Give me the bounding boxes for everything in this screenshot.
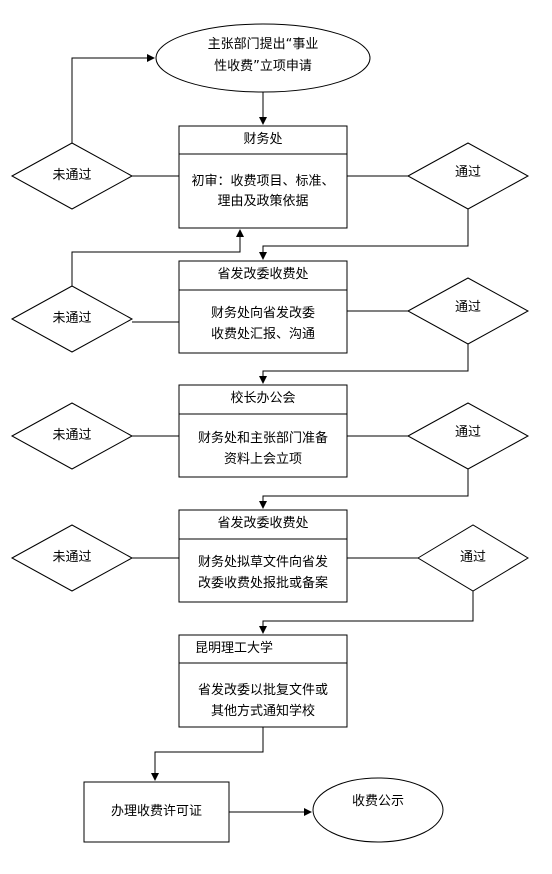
step-2-box xyxy=(178,260,348,354)
step-3-box xyxy=(178,384,348,478)
step-2-line-2: 收费处汇报、沟通 xyxy=(210,327,315,342)
pass-diamond-2 xyxy=(406,277,530,345)
step-4-line-2: 改委收费处报批或备案 xyxy=(197,576,328,591)
step-3-line-1: 财务处和主张部门准备 xyxy=(197,431,328,446)
step-5-line-2: 其他方式通知学校 xyxy=(210,704,315,719)
step-5-title: 昆明理工大学 xyxy=(195,641,274,656)
step-1-line-1: 初审：收费项目、标准、 xyxy=(191,174,335,189)
pass-diamond-3 xyxy=(406,402,530,470)
license-label: 办理收费许可证 xyxy=(110,804,202,819)
pass-label-2: 通过 xyxy=(454,300,481,315)
end-label: 收费公示 xyxy=(351,794,404,809)
step-5-line-1: 省发改委以批复文件或 xyxy=(197,683,328,698)
pass-diamond-4 xyxy=(417,524,529,592)
fail-label-1: 未通过 xyxy=(52,168,92,183)
pass-diamond-1 xyxy=(406,142,530,210)
step-4-line-1: 财务处拟草文件向省发 xyxy=(197,555,328,570)
pass-label-4: 通过 xyxy=(459,550,486,565)
step-4-title: 省发改委收费处 xyxy=(217,516,309,531)
pass-label-3: 通过 xyxy=(454,425,481,440)
pass-label-1: 通过 xyxy=(454,165,481,180)
end-ellipse xyxy=(312,777,444,843)
start-node-line-1: 主张部门提出“事业 xyxy=(207,37,319,52)
step-1-title: 财务处 xyxy=(243,132,283,147)
start-node-line-2: 性收费”立项申请 xyxy=(214,59,312,74)
fail-label-2: 未通过 xyxy=(52,311,92,326)
step-3-title: 校长办公会 xyxy=(230,391,296,406)
step-4-box xyxy=(178,509,348,603)
fail-label-3: 未通过 xyxy=(52,428,92,443)
step-2-line-1: 财务处向省发改委 xyxy=(210,306,315,321)
fail-label-4: 未通过 xyxy=(52,550,92,565)
step-1-box xyxy=(178,125,348,229)
fail-diamond-2 xyxy=(10,285,134,353)
step-2-title: 省发改委收费处 xyxy=(217,267,309,282)
step-1-line-2: 理由及政策依据 xyxy=(217,194,309,209)
step-3-line-2: 资料上会立项 xyxy=(223,452,302,467)
